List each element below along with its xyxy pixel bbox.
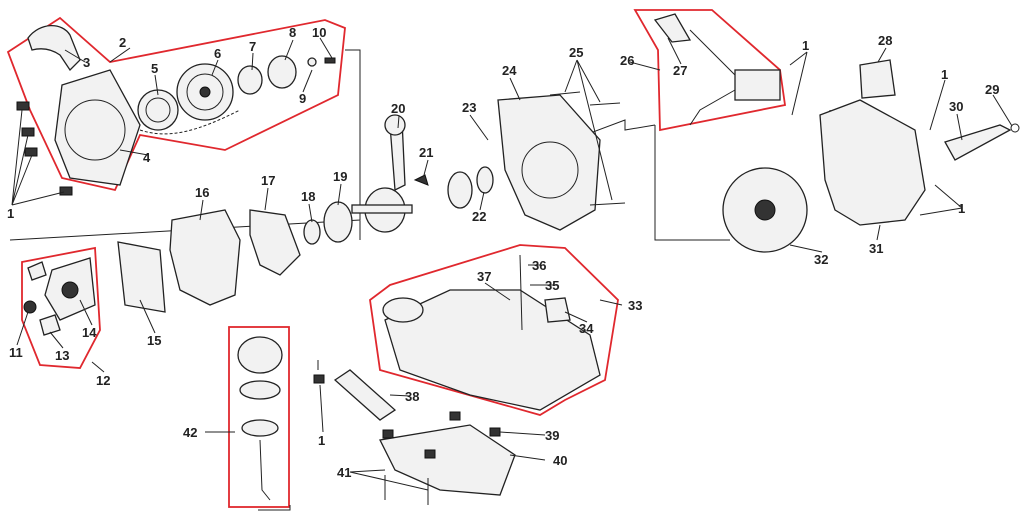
callout-7: 7 xyxy=(249,39,256,54)
clip-29 xyxy=(1010,123,1020,133)
callout-5: 5 xyxy=(151,61,158,76)
callout-38: 38 xyxy=(405,389,419,404)
bracket-38 xyxy=(333,369,397,421)
callout-16: 16 xyxy=(195,185,209,200)
crankcase-24 xyxy=(497,94,601,231)
key-21 xyxy=(413,174,429,186)
callout-11: 11 xyxy=(9,345,23,360)
leader-lines xyxy=(11,37,1013,491)
mount-40 xyxy=(379,411,516,505)
callout-33: 33 xyxy=(628,298,642,313)
callout-40: 40 xyxy=(553,453,567,468)
screws-left xyxy=(16,101,73,196)
callout-18: 18 xyxy=(301,189,315,204)
callout-30: 30 xyxy=(949,99,963,114)
gasket-15 xyxy=(117,241,166,313)
gasket-17 xyxy=(249,209,301,276)
callout-4: 4 xyxy=(143,150,151,165)
filter-34 xyxy=(544,297,571,323)
callout-36: 36 xyxy=(532,258,546,273)
callout-23: 23 xyxy=(462,100,476,115)
callout-3: 3 xyxy=(83,55,90,70)
crankcase-16 xyxy=(169,209,241,306)
callout-15: 15 xyxy=(147,333,161,348)
cap-42-parts xyxy=(237,336,283,501)
callout-39: 39 xyxy=(545,428,559,443)
crankshaft-20 xyxy=(351,114,413,233)
pipe-35-36 xyxy=(519,254,523,331)
callout-24: 24 xyxy=(502,63,517,78)
screw-1-bottom xyxy=(313,374,325,384)
callout-14: 14 xyxy=(82,325,97,340)
seal-22 xyxy=(476,166,494,194)
callout-10: 10 xyxy=(312,25,326,40)
ignition-coil-26 xyxy=(653,13,781,126)
callout-13: 13 xyxy=(55,348,69,363)
callout-6: 6 xyxy=(214,46,221,61)
callout-12: 12 xyxy=(96,373,110,388)
fan-housing-31 xyxy=(819,99,926,226)
bearing-22a xyxy=(447,171,473,209)
callout-28: 28 xyxy=(878,33,892,48)
recoil-starter-parts xyxy=(27,24,336,186)
bearing-18 xyxy=(303,219,321,245)
group-outline-42 xyxy=(228,326,290,508)
callout-labels: 1 2 3 4 5 6 7 8 9 10 11 12 13 14 15 16 1… xyxy=(7,25,999,480)
callout-19: 19 xyxy=(333,169,347,184)
switch-28 xyxy=(859,59,896,99)
fuel-tank-33 xyxy=(382,289,601,411)
callout-17: 17 xyxy=(261,173,275,188)
callout-1-top-coil: 1 xyxy=(802,38,809,53)
callout-1-right-bottom: 1 xyxy=(958,201,965,216)
callout-20: 20 xyxy=(391,101,405,116)
callout-21: 21 xyxy=(419,145,433,160)
callout-42: 42 xyxy=(183,425,197,440)
callout-41: 41 xyxy=(337,465,351,480)
callout-25: 25 xyxy=(569,45,583,60)
callout-1: 1 xyxy=(7,206,14,221)
group-outline-33 xyxy=(369,244,619,416)
callout-9: 9 xyxy=(299,91,306,106)
callout-35: 35 xyxy=(545,278,559,293)
callout-29: 29 xyxy=(985,82,999,97)
callout-8: 8 xyxy=(289,25,296,40)
group-outline-recoil-starter xyxy=(6,16,346,192)
bolts-25 xyxy=(549,91,626,206)
callout-2: 2 xyxy=(119,35,126,50)
shaft-30 xyxy=(944,124,1012,161)
group-outline-12 xyxy=(21,246,101,369)
callout-26: 26 xyxy=(620,53,634,68)
callout-1-bottom: 1 xyxy=(318,433,325,448)
group-12-parts xyxy=(23,257,96,336)
callout-27: 27 xyxy=(673,63,687,78)
callout-31: 31 xyxy=(869,241,883,256)
callout-1-right-top: 1 xyxy=(941,67,948,82)
group-outline-26 xyxy=(633,9,787,132)
callout-34: 34 xyxy=(579,321,594,336)
callout-22: 22 xyxy=(472,209,486,224)
callout-37: 37 xyxy=(477,269,491,284)
bearing-19 xyxy=(323,201,353,243)
callout-32: 32 xyxy=(814,252,828,267)
